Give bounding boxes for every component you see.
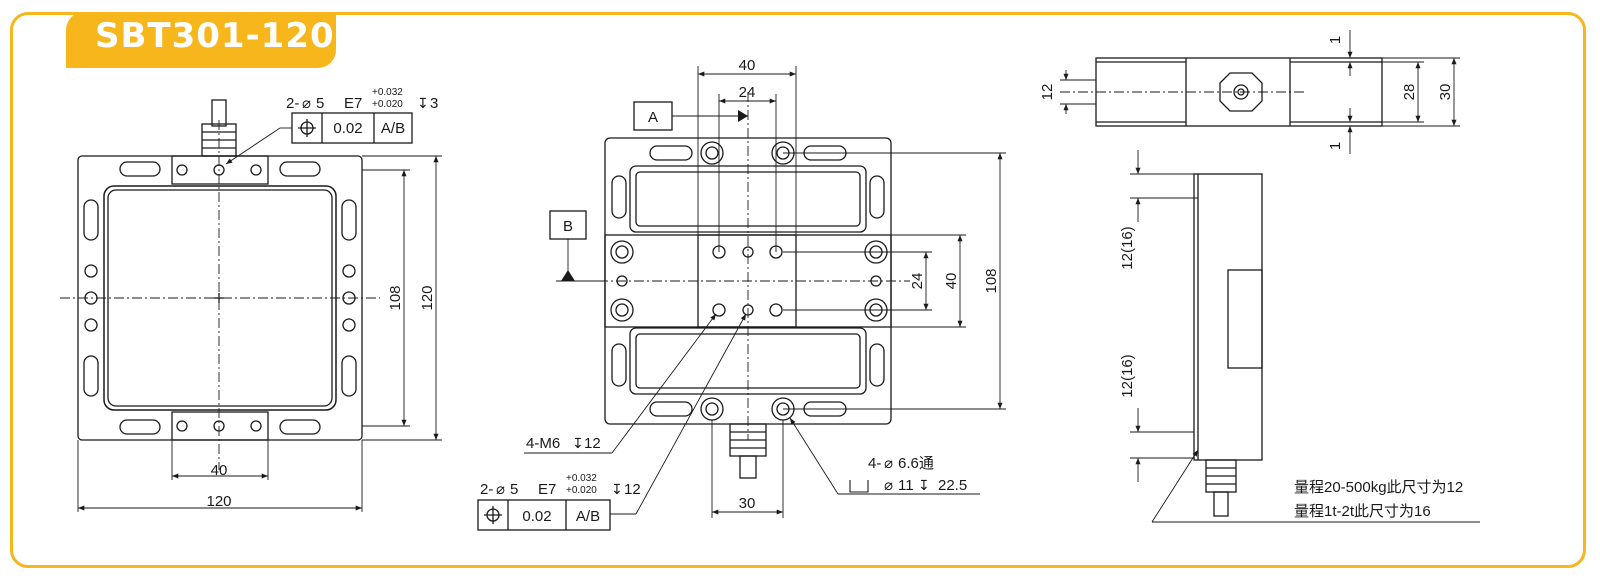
front-view [60,99,442,512]
front-slot [279,419,321,435]
diameter-symbol: ⌀ [884,455,893,472]
top-dim-1-upper: 1 [1327,36,1344,44]
top-dim-12: 12 [1039,84,1056,101]
front-hole-prefix: 2- [286,95,299,112]
mid-dim-40-right: 40 [943,273,960,290]
diameter-symbol: ⌀ [302,95,311,112]
top-dim-1-lower: 1 [1327,142,1344,150]
mid-hole-tol-upper: +0.032 [566,473,597,484]
side-dim-lower: 12(16) [1119,354,1136,397]
side-dim-upper: 12(16) [1119,226,1136,269]
front-hole-tol-upper: +0.032 [372,87,403,98]
mid-hole-tol-lower: +0.020 [566,485,597,496]
datum-b-label: B [563,218,573,235]
top-dim-28: 28 [1401,84,1418,101]
mid-hole-prefix: 2- [480,481,493,498]
mid-dim-24-right: 24 [909,273,926,290]
front-slot [83,199,99,241]
diameter-symbol: ⌀ [496,481,505,498]
mid-hole-depth: 12 [624,481,641,498]
mid-dim-24-top: 24 [739,84,756,101]
mid-dim-108: 108 [983,268,1000,293]
depth-symbol: ↧ [572,435,584,451]
side-note-2: 量程1t-2t此尺寸为16 [1294,503,1431,520]
depth-symbol: ↧ [918,477,930,493]
mid-dim-40-top: 40 [739,57,756,74]
depth-symbol: ↧ [417,95,429,111]
front-slot [341,199,357,241]
front-hole-tol-lower: +0.020 [372,99,403,110]
title-tab [66,12,336,68]
front-tol-value: 0.02 [333,120,362,137]
datum-b-triangle [561,270,575,281]
front-slot [119,419,161,435]
front-tol-datum: A/B [381,120,405,137]
front-hole-fit: E7 [344,95,362,112]
front-slot [279,161,321,177]
mid-tol-datum: A/B [576,508,600,525]
mid-hole-fit: E7 [538,481,556,498]
datum-a-label: A [648,109,658,126]
side-view-block [1227,269,1263,369]
drawing-title: SBT301-120 [95,16,335,56]
mid-tol-value: 0.02 [522,508,551,525]
counterbore-depth: 22.5 [938,477,967,494]
front-dim-120: 120 [206,493,231,510]
top-dim-30: 30 [1437,84,1454,101]
front-dim-108: 108 [387,285,404,310]
front-dim-40: 40 [211,462,228,479]
right-top-view [1060,30,1460,154]
thread-prefix: 4-M6 [526,435,560,452]
right-side-view [1130,150,1480,523]
diameter-symbol: ⌀ [884,477,893,494]
middle-view [477,66,1006,531]
front-hole-dia: 5 [316,95,324,112]
drawing-frame [10,12,1586,568]
side-note-1: 量程20-500kg此尺寸为12 [1294,479,1463,496]
front-dim-120v: 120 [419,285,436,310]
front-slot [341,355,357,397]
counterbore-dia: 11 [898,477,914,494]
through-dia: 6.6通 [898,455,934,472]
mid-hole-dia: 5 [510,481,518,498]
depth-symbol: ↧ [611,481,623,497]
top-view-hex-nut [1219,72,1263,112]
mid-dim-30: 30 [739,495,756,512]
through-prefix: 4- [868,455,881,472]
front-slot [83,355,99,397]
front-hole-depth: 3 [430,95,438,112]
front-bottom-bar [171,411,269,441]
thread-depth: 12 [584,435,601,452]
datum-a-triangle [738,110,748,122]
front-slot [119,161,161,177]
